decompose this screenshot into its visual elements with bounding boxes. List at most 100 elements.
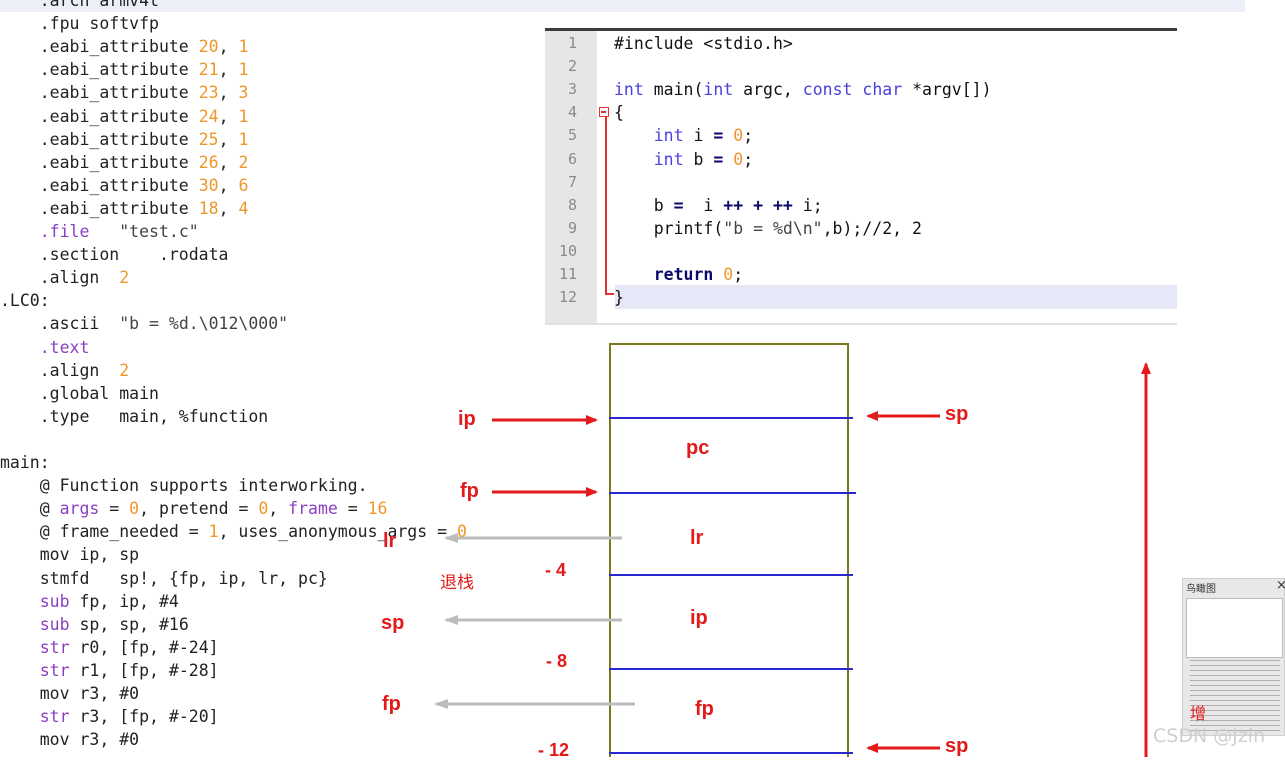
asm-line: .section .rodata (0, 243, 229, 266)
current-line-highlight (615, 285, 1177, 309)
code-line[interactable]: return 0; (614, 263, 743, 286)
asm-token: 26 (198, 152, 219, 172)
code-token: //2, 2 (862, 218, 922, 238)
asm-token: , pretend = (139, 499, 259, 519)
label-sp-out: sp (381, 612, 405, 634)
cell-fp: fp (695, 698, 714, 720)
asm-token: 0 (456, 522, 467, 542)
fold-toggle-icon[interactable] (599, 107, 609, 117)
asm-token: 1 (238, 37, 249, 57)
asm-token: 25 (198, 129, 219, 149)
asm-token: 2 (119, 268, 130, 288)
line-number: 4 (567, 103, 577, 122)
line-number: 9 (567, 218, 577, 237)
code-token: i (683, 195, 724, 215)
code-token: 0 (733, 149, 744, 169)
stack-divider (609, 417, 853, 419)
code-line[interactable]: b = i ++ + ++ i; (614, 194, 823, 217)
asm-line: .text (0, 336, 90, 359)
asm-line: .type main, %function (0, 405, 268, 428)
code-token: char (862, 80, 903, 100)
code-token: 0 (733, 126, 744, 146)
code-token: "b = %d\n" (723, 218, 823, 238)
code-line[interactable]: } (614, 286, 624, 309)
line-number: 11 (558, 265, 577, 283)
asm-token: , (218, 106, 239, 126)
cell-ip: ip (690, 607, 708, 629)
code-token: ; (733, 265, 744, 284)
asm-line: .eabi_attribute 21, 1 (0, 58, 249, 81)
code-line[interactable]: int i = 0; (614, 124, 753, 147)
stack-divider (609, 668, 853, 670)
asm-token: 23 (198, 83, 219, 103)
line-number: 2 (567, 57, 577, 76)
minimap-viewport[interactable] (1186, 598, 1283, 658)
asm-line: sub sp, sp, #16 (0, 613, 189, 636)
asm-line: .eabi_attribute 25, 1 (0, 128, 249, 151)
asm-token: .LC0: (0, 291, 50, 311)
asm-token: , (218, 129, 239, 149)
code-token: ; (743, 149, 754, 169)
asm-token: , (218, 175, 239, 195)
asm-token: @ (0, 499, 60, 519)
overlay-patch (890, 98, 1177, 146)
asm-token: .align (0, 268, 120, 288)
code-line[interactable]: printf("b = %d\n",b);//2, 2 (614, 217, 922, 240)
code-token: return (653, 265, 714, 284)
code-token: argc, (733, 80, 803, 100)
asm-token: 16 (367, 499, 388, 519)
code-token: int (653, 126, 684, 146)
top-scrollbar (0, 0, 1245, 12)
code-token: main( (643, 80, 704, 100)
asm-token: .arch armv4t (0, 0, 159, 10)
asm-line: .eabi_attribute 20, 1 (0, 35, 249, 58)
asm-line: .arch armv4t (0, 0, 159, 12)
asm-token: 18 (198, 198, 219, 218)
asm-token: , (218, 198, 239, 218)
asm-token: 4 (238, 198, 249, 218)
asm-token: fp, ip, #4 (69, 591, 179, 611)
asm-token: mov r3, #0 (0, 730, 140, 750)
watermark: CSDN @Jzin (1153, 725, 1266, 747)
code-token: int (614, 80, 644, 100)
code-line[interactable]: int main(int argc, const char *argv[]) (614, 78, 992, 101)
code-token: { (614, 103, 624, 123)
asm-line: .eabi_attribute 23, 3 (0, 81, 249, 104)
code-token: int (703, 80, 734, 100)
code-line[interactable]: int b = 0; (614, 148, 753, 171)
code-line[interactable]: #include <stdio.h> (614, 32, 793, 55)
asm-token: 1 (238, 60, 249, 80)
code-token: i; (792, 195, 823, 215)
asm-line: .file "test.c" (0, 220, 199, 243)
asm-token: 3 (238, 83, 249, 103)
line-number-gutter (545, 31, 597, 325)
asm-line: .global main (0, 382, 159, 405)
stack-divider (609, 752, 853, 754)
asm-token: .text (39, 337, 90, 357)
code-token: = (713, 149, 724, 169)
asm-token: 0 (129, 499, 140, 519)
asm-token: "test.c" (119, 222, 199, 241)
minimap-close-icon[interactable]: × (1276, 578, 1285, 593)
asm-token: r3, [fp, #-20] (69, 707, 219, 727)
label-sp-bottom: sp (945, 735, 969, 757)
asm-token: args (59, 499, 100, 519)
asm-token: sub (39, 614, 70, 634)
asm-token: = (337, 499, 368, 519)
asm-token: , (218, 152, 239, 172)
asm-token: .eabi_attribute (0, 175, 199, 195)
code-line[interactable]: { (614, 101, 624, 124)
asm-token: stmfd sp!, {fp, ip, lr, pc} (0, 568, 328, 588)
minimap-lines (1190, 660, 1280, 732)
asm-line: .eabi_attribute 26, 2 (0, 151, 249, 174)
label-fp-in: fp (460, 480, 479, 502)
asm-line: .eabi_attribute 30, 6 (0, 174, 249, 197)
asm-line: .eabi_attribute 18, 4 (0, 197, 249, 220)
assembly-listing: .arch armv4t .fpu softvfp .eabi_attribut… (0, 0, 560, 757)
label-lr-out: lr (383, 530, 397, 552)
code-token: b (683, 149, 714, 169)
code-token: } (614, 288, 624, 308)
asm-line: mov r3, #0 (0, 728, 139, 751)
asm-token: r0, [fp, #-24] (69, 637, 219, 657)
